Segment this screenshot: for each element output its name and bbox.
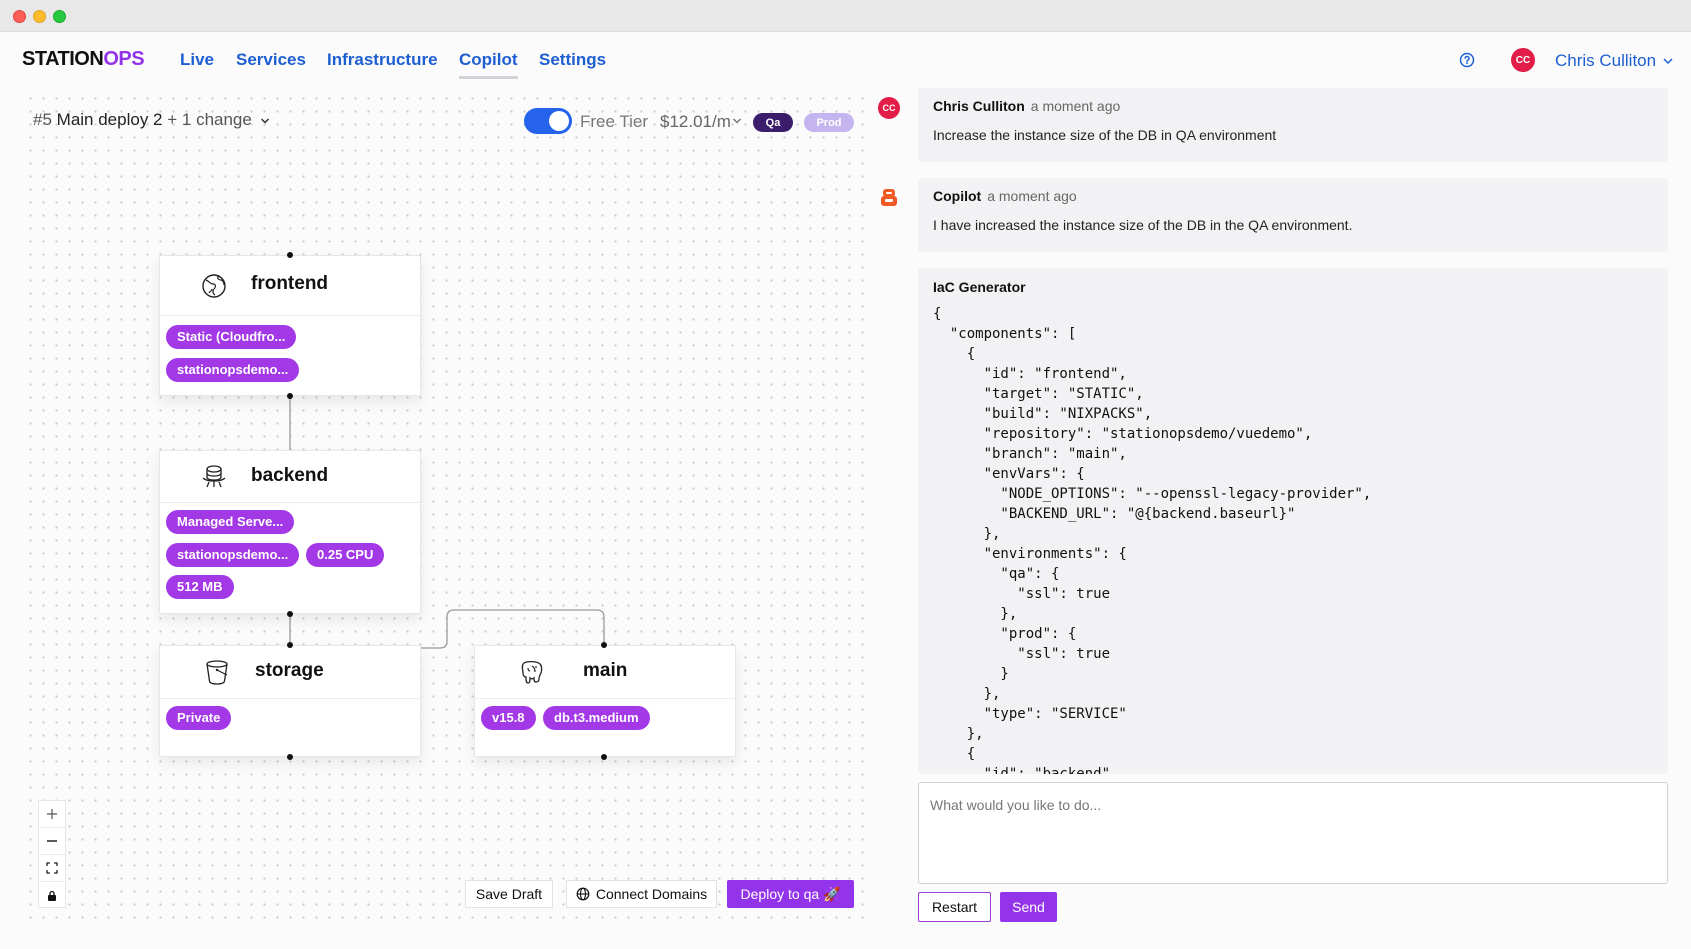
node-tag: 512 MB <box>166 575 234 599</box>
free-tier-label: Free Tier <box>580 112 649 131</box>
bucket-icon <box>206 660 228 685</box>
node-handle[interactable] <box>287 611 293 617</box>
window-titlebar <box>0 0 1691 32</box>
chevron-down-icon <box>260 117 269 124</box>
node-title: storage <box>255 660 324 681</box>
node-handle[interactable] <box>287 642 293 648</box>
node-handle[interactable] <box>601 642 607 648</box>
restart-button[interactable]: Restart <box>918 892 991 922</box>
message-text: Increase the instance size of the DB in … <box>933 127 1277 143</box>
price-selector[interactable]: $12.01/m <box>660 112 731 131</box>
message-author: Chris Culliton <box>933 98 1025 114</box>
chevron-down-icon[interactable] <box>732 117 742 125</box>
node-tag: stationopsdemo... <box>166 543 300 567</box>
message-time: a moment ago <box>987 188 1077 204</box>
message-author: Copilot <box>933 188 982 204</box>
env-badge-qa[interactable]: Qa <box>753 113 793 132</box>
node-tag: v15.8 <box>481 706 536 730</box>
lock-icon <box>48 890 56 901</box>
deploy-button[interactable]: Deploy to qa 🚀 <box>727 880 854 908</box>
nav-copilot[interactable]: Copilot <box>459 50 518 79</box>
node-frontend[interactable]: frontend Static (Cloudfro... stationopsd… <box>159 255 421 396</box>
node-backend[interactable]: backend Managed Serve... stationopsdemo.… <box>159 450 421 614</box>
user-avatar: CC <box>878 97 900 119</box>
globe-icon <box>202 274 226 298</box>
postgres-elephant-icon <box>521 660 543 684</box>
user-name[interactable]: Chris Culliton <box>1555 51 1657 70</box>
infrastructure-canvas[interactable] <box>24 92 867 922</box>
iac-code-block: { "components": [ { "id": "frontend", "t… <box>933 306 1372 774</box>
zoom-controls <box>38 800 66 908</box>
minus-icon <box>47 840 57 842</box>
toggle-knob <box>549 111 569 131</box>
lock-button[interactable] <box>39 882 65 909</box>
node-title: frontend <box>251 273 329 294</box>
free-tier-toggle[interactable] <box>524 108 572 134</box>
node-header: main <box>475 646 735 699</box>
message-header: Copilot a moment ago <box>933 188 1077 204</box>
message-time: a moment ago <box>1030 98 1121 114</box>
deploy-selector[interactable]: #5 Main deploy 2 + 1 change <box>33 110 270 130</box>
connect-domains-label: Connect Domains <box>595 886 708 902</box>
globe-icon <box>576 887 590 901</box>
nav-settings[interactable]: Settings <box>539 50 607 69</box>
nav-services[interactable]: Services <box>236 50 306 69</box>
deploy-changes: + 1 change <box>167 110 252 129</box>
iac-title: IaC Generator <box>933 279 1026 295</box>
chevron-down-icon[interactable] <box>1662 56 1674 66</box>
node-header: backend <box>160 451 420 503</box>
message-header: Chris Culliton a moment ago <box>933 98 1120 114</box>
node-tag: 0.25 CPU <box>306 543 385 567</box>
help-icon[interactable] <box>1459 52 1475 68</box>
node-handle[interactable] <box>601 754 607 760</box>
close-window-button[interactable] <box>13 10 26 23</box>
node-title: main <box>583 660 628 681</box>
minimize-window-button[interactable] <box>33 10 46 23</box>
user-avatar[interactable]: CC <box>1511 48 1535 72</box>
node-header: frontend <box>160 256 420 316</box>
deploy-name: Main deploy 2 <box>56 110 163 129</box>
copilot-robot-icon <box>881 189 897 206</box>
message-text: I have increased the instance size of th… <box>933 217 1353 233</box>
node-handle[interactable] <box>287 754 293 760</box>
zoom-out-button[interactable] <box>39 828 65 855</box>
top-nav: STATIONOPS Live Services Infrastructure … <box>0 32 1691 88</box>
node-storage[interactable]: storage Private <box>159 645 421 757</box>
chat-input[interactable] <box>918 782 1668 884</box>
nav-infrastructure[interactable]: Infrastructure <box>327 50 438 69</box>
node-handle[interactable] <box>287 252 293 258</box>
node-tag: stationopsdemo... <box>166 358 300 382</box>
fit-view-icon <box>46 862 58 874</box>
server-icon <box>202 465 226 488</box>
node-tag: db.t3.medium <box>543 706 650 730</box>
chat-message: Chris Culliton a moment ago Increase the … <box>918 88 1668 162</box>
node-tag: Managed Serve... <box>166 510 295 534</box>
brand-logo[interactable]: STATIONOPS <box>22 48 145 71</box>
send-button[interactable]: Send <box>1000 892 1057 922</box>
node-tag: Static (Cloudfro... <box>166 325 297 349</box>
node-tag: Private <box>166 706 232 730</box>
node-handle[interactable] <box>287 393 293 399</box>
deploy-number: #5 <box>33 110 52 129</box>
iac-generator-panel[interactable]: IaC Generator { "components": [ { "id": … <box>918 268 1668 774</box>
maximize-window-button[interactable] <box>53 10 66 23</box>
fit-view-button[interactable] <box>39 855 65 882</box>
node-title: backend <box>251 465 329 486</box>
connect-domains-button[interactable]: Connect Domains <box>566 880 717 908</box>
nav-live[interactable]: Live <box>180 50 215 69</box>
logo-accent-text: OPS <box>103 48 145 70</box>
node-header: storage <box>160 646 420 699</box>
zoom-in-button[interactable] <box>39 801 65 828</box>
save-draft-button[interactable]: Save Draft <box>465 880 553 908</box>
env-badge-prod[interactable]: Prod <box>804 113 854 132</box>
chat-message: Copilot a moment ago I have increased the… <box>918 178 1668 252</box>
plus-icon <box>47 809 57 819</box>
logo-main-text: STATION <box>22 48 104 70</box>
node-main[interactable]: main v15.8 db.t3.medium <box>474 645 736 757</box>
